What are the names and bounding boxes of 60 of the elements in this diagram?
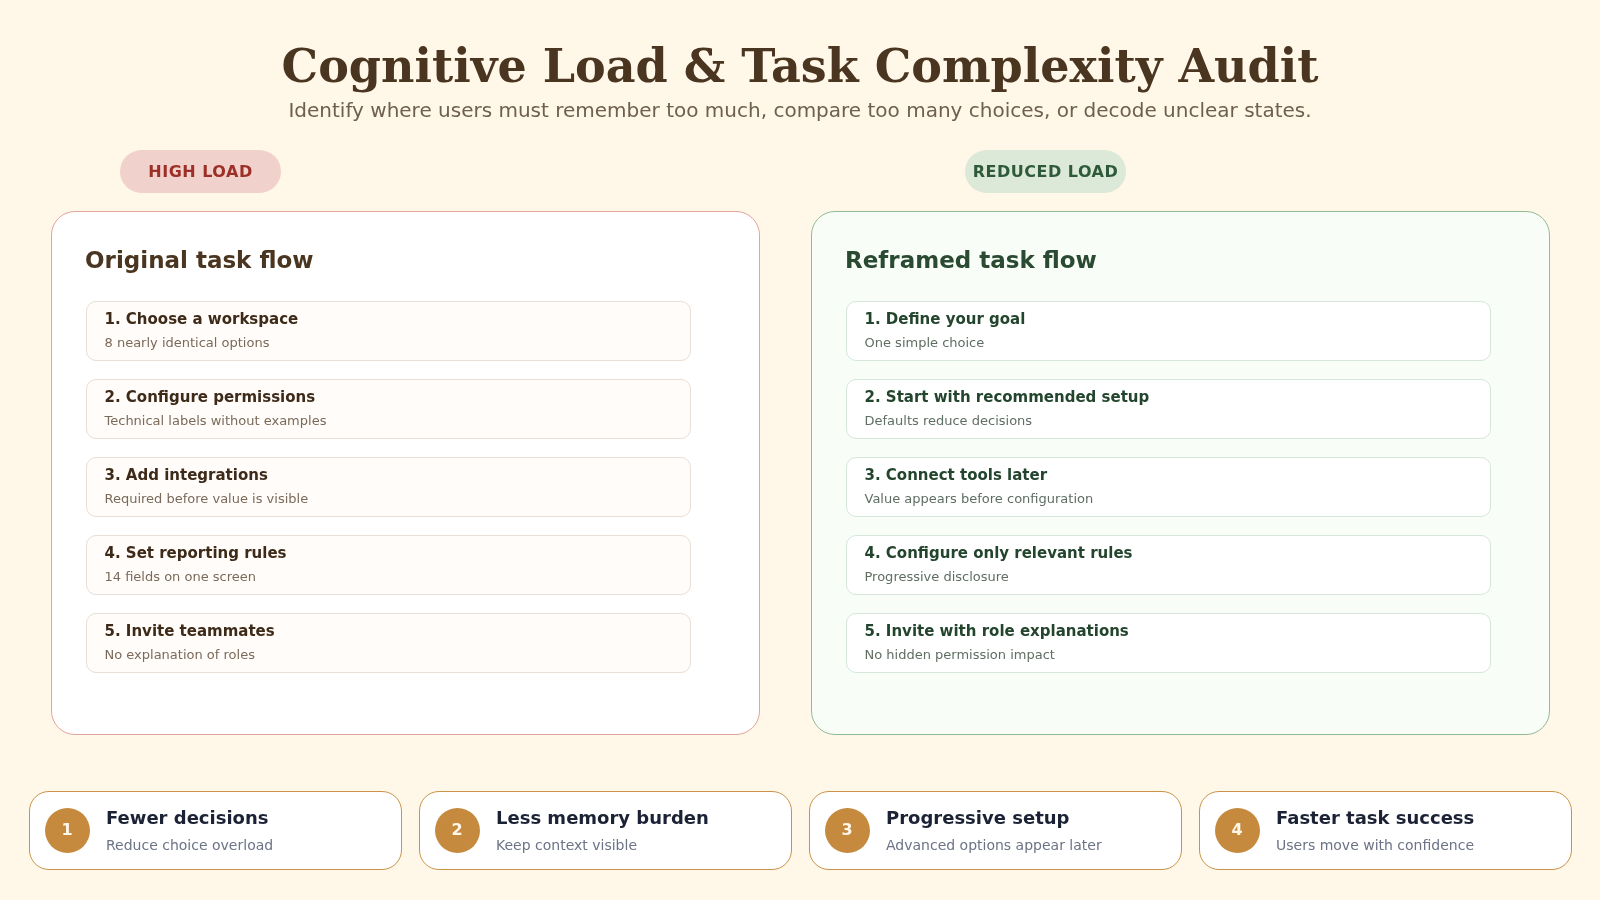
step-title: 1. Choose a workspace <box>104 309 299 328</box>
step-title: 2. Configure permissions <box>104 387 316 406</box>
step-card <box>85 612 691 673</box>
step-description: Value appears before configuration <box>864 489 1094 508</box>
step-description: 8 nearly identical options <box>104 333 270 352</box>
task-flow-panel <box>51 211 760 735</box>
step-description: One simple choice <box>864 333 985 352</box>
benefit-card <box>809 791 1182 870</box>
load-level-label: HIGH LOAD <box>148 161 253 182</box>
step-title: 4. Configure only relevant rules <box>864 543 1133 562</box>
step-card <box>85 378 691 439</box>
step-card <box>845 456 1491 517</box>
step-title: 2. Start with recommended setup <box>864 387 1150 406</box>
step-title: 5. Invite teammates <box>104 621 275 640</box>
diagram-title: Cognitive Load & Task Complexity Audit <box>281 38 1319 94</box>
step-title: 3. Connect tools later <box>864 465 1048 484</box>
step-description: Technical labels without examples <box>104 411 327 430</box>
benefit-title: Fewer decisions <box>106 807 269 829</box>
step-description: No explanation of roles <box>104 645 255 664</box>
diagram-subtitle: Identify where users must remember too much, compare too many choices, or decode unclear states. <box>288 98 1312 122</box>
step-description: Progressive disclosure <box>864 567 1009 586</box>
benefit-card <box>29 791 402 870</box>
step-card <box>845 378 1491 439</box>
step-title: 5. Invite with role explanations <box>864 621 1129 640</box>
load-level-pill <box>120 150 281 193</box>
number-label: 2 <box>451 820 463 840</box>
benefit-description: Keep context visible <box>496 836 637 854</box>
step-title: 1. Define your goal <box>864 309 1026 328</box>
step-card <box>85 534 691 595</box>
panel-heading: Original task flow <box>85 246 314 274</box>
number-label: 1 <box>61 820 73 840</box>
benefit-title: Progressive setup <box>886 807 1070 829</box>
step-description: No hidden permission impact <box>864 645 1055 664</box>
benefit-card <box>419 791 792 870</box>
step-description: Required before value is visible <box>104 489 309 508</box>
benefit-title: Less memory burden <box>496 807 709 829</box>
number-label: 4 <box>1231 820 1243 840</box>
benefit-description: Advanced options appear later <box>886 836 1102 854</box>
step-card <box>85 456 691 517</box>
benefit-title: Faster task success <box>1276 807 1475 829</box>
number-label: 3 <box>841 820 853 840</box>
number-circle <box>44 807 90 853</box>
benefit-card <box>1199 791 1572 870</box>
task-flow-panel <box>811 211 1550 735</box>
step-card <box>845 534 1491 595</box>
step-card <box>845 300 1491 361</box>
number-circle <box>1214 807 1260 853</box>
step-card <box>85 300 691 361</box>
panel-heading: Reframed task flow <box>845 246 1097 274</box>
step-card <box>845 612 1491 673</box>
step-description: 14 fields on one screen <box>104 567 256 586</box>
load-level-label: REDUCED LOAD <box>972 161 1119 182</box>
step-title: 3. Add integrations <box>104 465 268 484</box>
number-circle <box>434 807 480 853</box>
benefit-description: Reduce choice overload <box>106 836 274 854</box>
step-title: 4. Set reporting rules <box>104 543 287 562</box>
number-circle <box>824 807 870 853</box>
step-description: Defaults reduce decisions <box>864 411 1033 430</box>
benefit-description: Users move with confidence <box>1276 836 1474 854</box>
load-level-pill <box>965 150 1126 193</box>
